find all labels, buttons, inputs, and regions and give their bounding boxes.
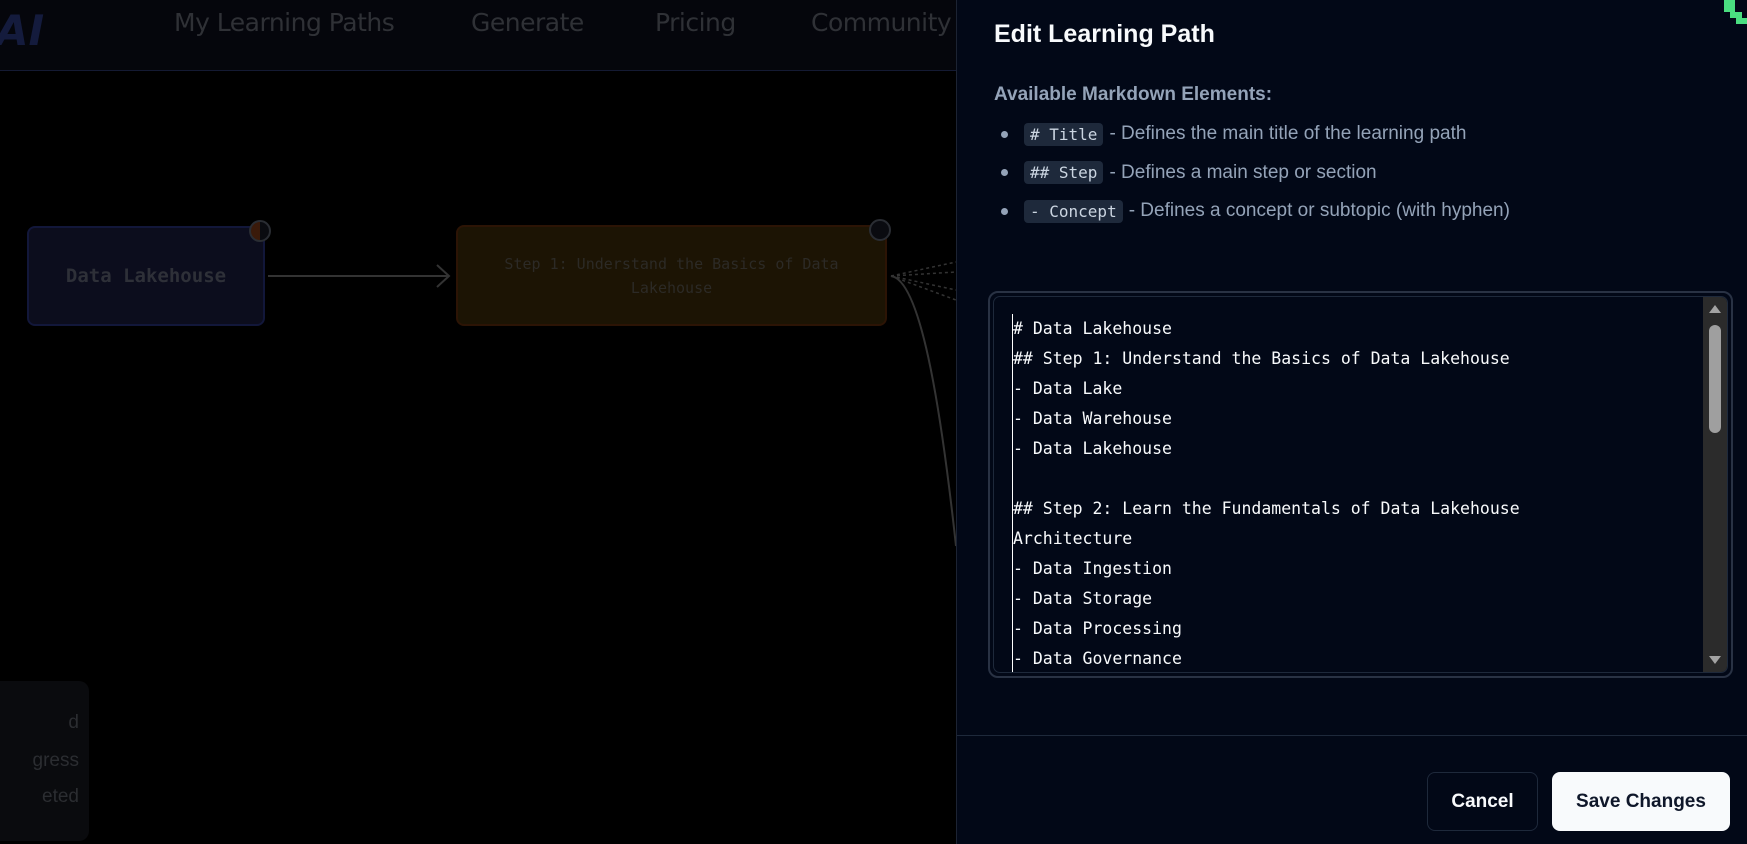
- help-item: ## Step- Defines a main step or section: [1001, 154, 1510, 193]
- scroll-down-icon[interactable]: [1709, 656, 1721, 664]
- editor-content[interactable]: # Data Lakehouse ## Step 1: Understand t…: [1012, 314, 1520, 672]
- arrow-head-icon: [436, 264, 451, 288]
- edges: [268, 261, 956, 547]
- panel-title: Edit Learning Path: [994, 20, 1215, 48]
- divider: [957, 735, 1747, 736]
- cancel-button[interactable]: Cancel: [1427, 772, 1538, 831]
- node-label: Step 1: Understand the Basics of Data La…: [504, 254, 839, 297]
- help-text: - Defines a main step or section: [1109, 161, 1377, 183]
- legend-completed: eted: [42, 786, 79, 807]
- node-step-1[interactable]: Step 1: Understand the Basics of Data La…: [456, 225, 887, 326]
- scroll-up-icon[interactable]: [1709, 305, 1721, 313]
- node-data-lakehouse[interactable]: Data Lakehouse: [27, 226, 265, 326]
- edge-curve: [890, 275, 956, 547]
- help-code: - Concept: [1024, 199, 1123, 223]
- nav-community[interactable]: Community: [811, 8, 952, 37]
- help-code: ## Step: [1024, 161, 1104, 185]
- help-text: - Defines a concept or subtopic (with hy…: [1128, 200, 1510, 222]
- help-item: - Concept- Defines a concept or subtopic…: [1001, 192, 1510, 231]
- legend: d gress eted: [0, 681, 89, 841]
- legend-in-progress: gress: [32, 750, 79, 771]
- help-heading: Available Markdown Elements:: [994, 84, 1273, 105]
- help-item: # Title- Defines the main title of the l…: [1001, 115, 1510, 154]
- edge-dotted: [890, 261, 956, 301]
- node-label: Data Lakehouse: [65, 265, 227, 287]
- save-changes-button[interactable]: Save Changes: [1552, 772, 1730, 831]
- nav-my-learning-paths[interactable]: My Learning Paths: [174, 8, 395, 37]
- help-code: # Title: [1024, 122, 1104, 146]
- bullet-icon: [1001, 169, 1008, 177]
- scrollbar[interactable]: [1703, 297, 1727, 672]
- status-empty-icon[interactable]: [869, 219, 891, 241]
- markdown-textarea[interactable]: # Data Lakehouse ## Step 1: Understand t…: [993, 296, 1728, 673]
- bullet-icon: [1001, 207, 1008, 215]
- status-half-icon[interactable]: [249, 220, 271, 242]
- top-nav: AI My Learning Paths Generate Pricing Co…: [0, 0, 956, 71]
- help-list: # Title- Defines the main title of the l…: [1001, 115, 1510, 231]
- nav-generate[interactable]: Generate: [471, 8, 584, 37]
- markdown-editor[interactable]: # Data Lakehouse ## Step 1: Understand t…: [988, 291, 1733, 678]
- bullet-icon: [1001, 130, 1008, 138]
- nav-pricing[interactable]: Pricing: [655, 8, 736, 37]
- legend-not-started: d: [68, 712, 79, 733]
- logo[interactable]: AI: [0, 6, 45, 55]
- scrollbar-thumb[interactable]: [1709, 325, 1721, 433]
- help-text: - Defines the main title of the learning…: [1109, 123, 1467, 145]
